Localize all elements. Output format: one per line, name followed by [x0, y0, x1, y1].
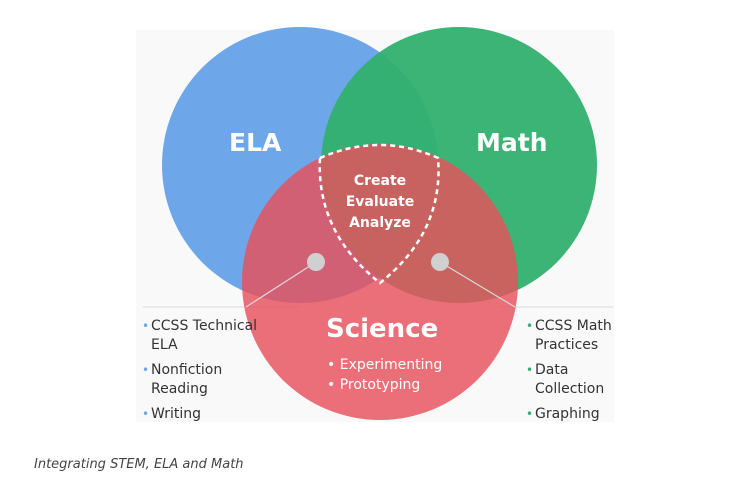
- center-intersection-outline: [318, 143, 440, 285]
- figure-caption: Integrating STEM, ELA and Math: [34, 457, 244, 472]
- ela-title: ELA: [229, 128, 282, 157]
- center-skill-create: Create: [353, 173, 407, 189]
- science-item: • Experimenting: [327, 357, 443, 373]
- center-skill-analyze: Analyze: [349, 215, 411, 231]
- science-title: Science: [326, 314, 439, 344]
- math-list-item: •CCSS Math Practices: [526, 318, 612, 353]
- science-list: • Experimenting • Prototyping: [327, 355, 442, 395]
- math-list-item: •Graphing: [526, 406, 600, 422]
- ela-list-item: •CCSS Technical ELA: [142, 318, 258, 353]
- math-list-item: •Data Collection: [526, 362, 605, 397]
- math-title: Math: [476, 128, 548, 157]
- center-skill-evaluate: Evaluate: [345, 194, 415, 210]
- ela-science-marker: [307, 253, 325, 271]
- ela-list: •CCSS Technical ELA •Nonfiction Reading …: [142, 317, 260, 430]
- math-science-marker: [431, 253, 449, 271]
- center-skills: Create Evaluate Analyze: [320, 171, 440, 234]
- science-item: • Prototyping: [327, 377, 421, 393]
- ela-list-item: •Writing: [142, 406, 201, 422]
- ela-connector-line: [245, 261, 317, 308]
- math-connector-line: [439, 261, 516, 308]
- ela-list-item: •Nonfiction Reading: [142, 362, 223, 397]
- math-list: •CCSS Math Practices •Data Collection •G…: [526, 317, 626, 430]
